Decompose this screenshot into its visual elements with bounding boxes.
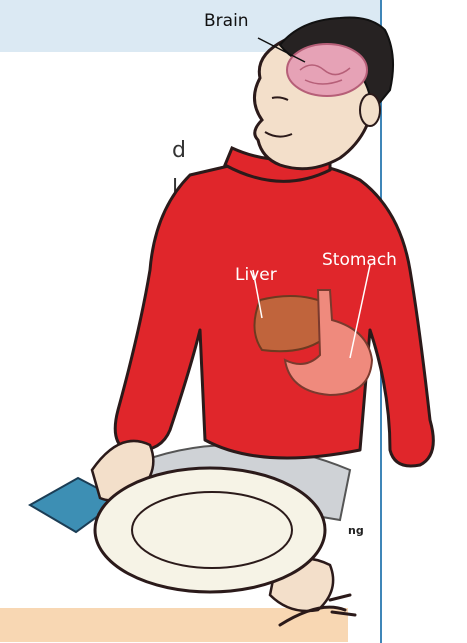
ear (360, 94, 380, 126)
brain-label: Brain (204, 11, 249, 31)
brain-organ (287, 44, 367, 96)
stomach-label: Stomach (322, 250, 397, 270)
liver-label: Liver (235, 265, 277, 285)
plate (95, 468, 325, 592)
